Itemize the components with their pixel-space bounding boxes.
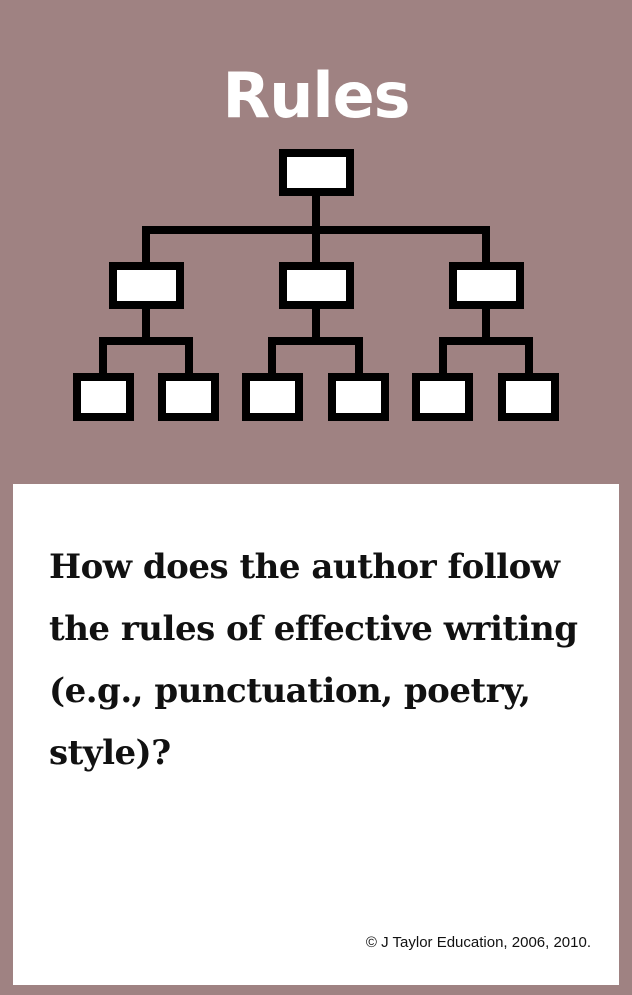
chart-box-top (279, 149, 354, 196)
chart-box-level3-5 (412, 373, 473, 421)
question-panel: How does the author follow the rules of … (13, 484, 619, 985)
hierarchy-chart-icon (73, 149, 559, 421)
question-text: How does the author follow the rules of … (49, 547, 578, 773)
chart-box-level2-middle (279, 262, 354, 309)
chart-box-level3-1 (73, 373, 134, 421)
connector-lines (99, 188, 533, 380)
chart-box-level3-4 (328, 373, 389, 421)
chart-box-level3-2 (158, 373, 219, 421)
chart-box-level2-left (109, 262, 184, 309)
card-title: Rules (222, 59, 410, 132)
chart-box-level3-6 (498, 373, 559, 421)
copyright-notice: © J Taylor Education, 2006, 2010. (365, 934, 591, 951)
chart-box-level3-3 (242, 373, 303, 421)
chart-box-level2-right (449, 262, 524, 309)
